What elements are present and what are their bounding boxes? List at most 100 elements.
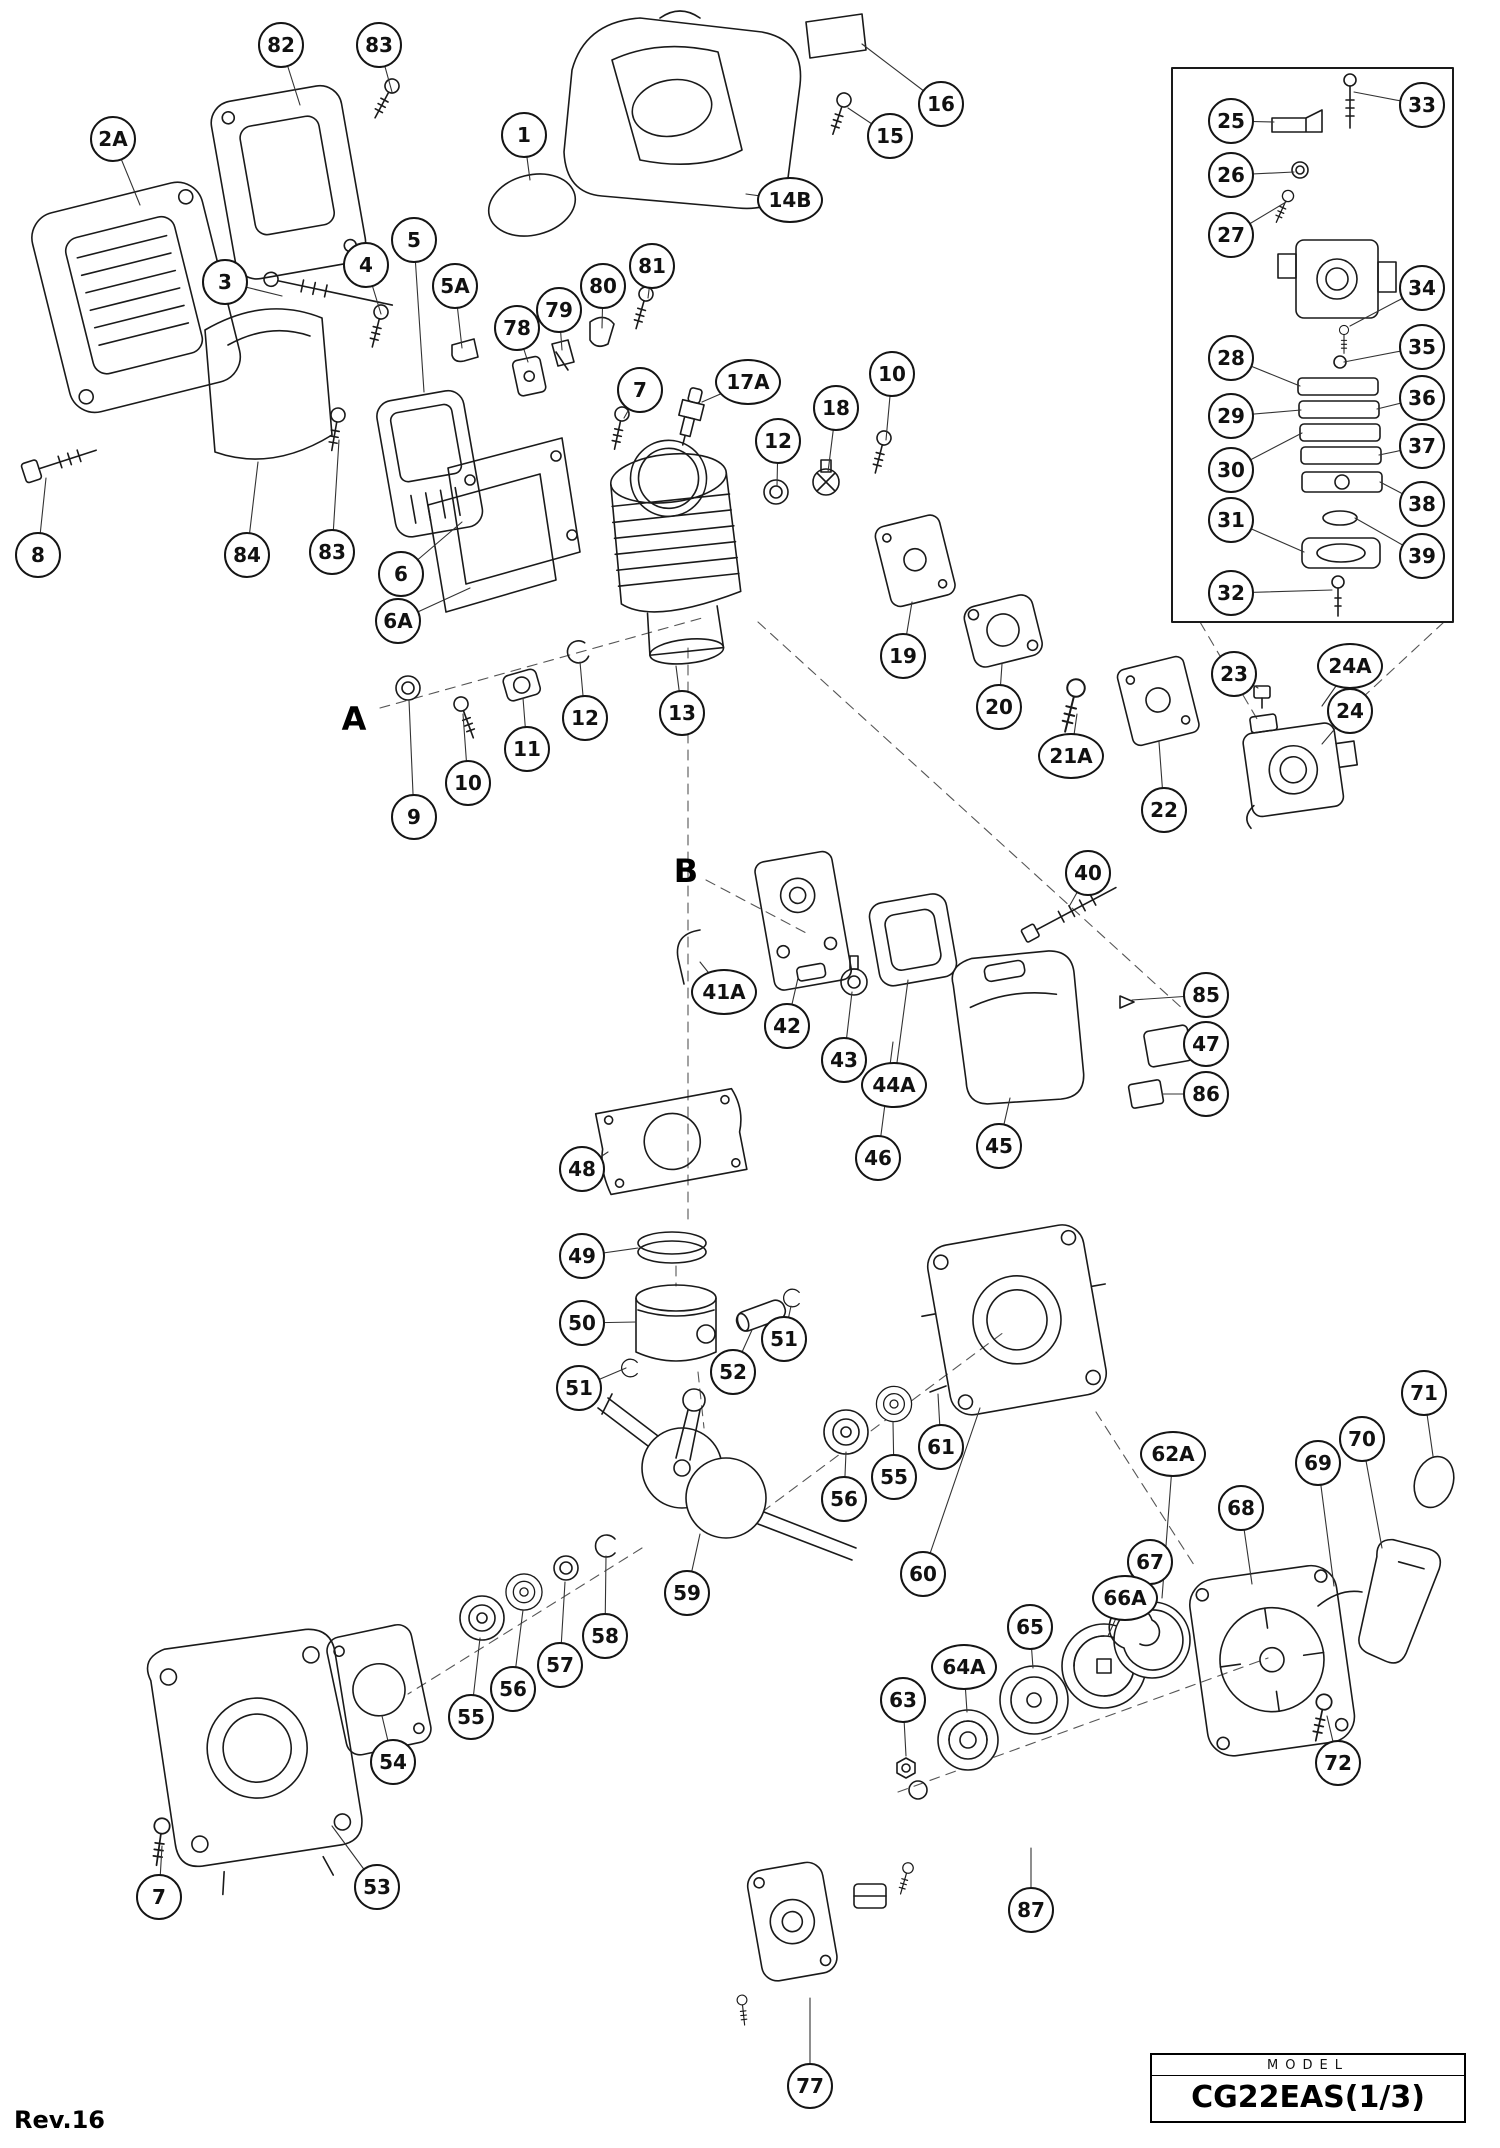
part-balloon-79: 79 bbox=[536, 287, 582, 333]
part-balloon-37: 37 bbox=[1399, 423, 1445, 469]
part-balloon-23: 23 bbox=[1211, 651, 1257, 697]
part-balloon-83: 83 bbox=[356, 22, 402, 68]
part-balloon-24a: 24A bbox=[1317, 643, 1383, 689]
part-balloon-7: 7 bbox=[136, 1874, 182, 1920]
part-balloon-15: 15 bbox=[867, 113, 913, 159]
part-balloon-60: 60 bbox=[900, 1551, 946, 1597]
part-balloon-5: 5 bbox=[391, 217, 437, 263]
section-label-b: B bbox=[673, 852, 699, 890]
part-balloon-40: 40 bbox=[1065, 850, 1111, 896]
part-balloon-53: 53 bbox=[354, 1864, 400, 1910]
part-balloon-77: 77 bbox=[787, 2063, 833, 2109]
part-balloon-22: 22 bbox=[1141, 787, 1187, 833]
part-balloon-30: 30 bbox=[1208, 447, 1254, 493]
part-balloon-3: 3 bbox=[202, 259, 248, 305]
part-balloon-87: 87 bbox=[1008, 1887, 1054, 1933]
part-balloon-58: 58 bbox=[582, 1613, 628, 1659]
part-balloon-39: 39 bbox=[1399, 533, 1445, 579]
part-balloon-55: 55 bbox=[871, 1454, 917, 1500]
part-balloon-65: 65 bbox=[1007, 1604, 1053, 1650]
part-balloon-34: 34 bbox=[1399, 265, 1445, 311]
part-balloon-61: 61 bbox=[918, 1424, 964, 1470]
part-balloon-29: 29 bbox=[1208, 393, 1254, 439]
part-balloon-6a: 6A bbox=[375, 598, 421, 644]
part-balloon-24: 24 bbox=[1327, 688, 1373, 734]
part-balloon-42: 42 bbox=[764, 1003, 810, 1049]
part-balloon-31: 31 bbox=[1208, 497, 1254, 543]
part-balloon-43: 43 bbox=[821, 1037, 867, 1083]
part-balloon-84: 84 bbox=[224, 532, 270, 578]
part-balloon-70: 70 bbox=[1339, 1416, 1385, 1462]
part-balloon-19: 19 bbox=[880, 633, 926, 679]
part-balloon-28: 28 bbox=[1208, 335, 1254, 381]
part-balloon-47: 47 bbox=[1183, 1021, 1229, 1067]
part-balloon-32: 32 bbox=[1208, 570, 1254, 616]
part-balloon-86: 86 bbox=[1183, 1071, 1229, 1117]
part-balloon-55: 55 bbox=[448, 1694, 494, 1740]
part-balloon-21a: 21A bbox=[1038, 733, 1104, 779]
part-balloon-27: 27 bbox=[1208, 212, 1254, 258]
part-balloon-51: 51 bbox=[761, 1316, 807, 1362]
part-balloon-44a: 44A bbox=[861, 1062, 927, 1108]
part-balloon-62a: 62A bbox=[1140, 1431, 1206, 1477]
part-balloon-12: 12 bbox=[755, 418, 801, 464]
part-balloon-5a: 5A bbox=[432, 263, 478, 309]
part-balloon-57: 57 bbox=[537, 1642, 583, 1688]
part-balloon-68: 68 bbox=[1218, 1485, 1264, 1531]
part-balloon-51: 51 bbox=[556, 1365, 602, 1411]
part-balloon-17a: 17A bbox=[715, 359, 781, 405]
part-balloon-26: 26 bbox=[1208, 152, 1254, 198]
part-balloon-59: 59 bbox=[664, 1570, 710, 1616]
part-balloon-38: 38 bbox=[1399, 481, 1445, 527]
part-balloon-64a: 64A bbox=[931, 1644, 997, 1690]
part-balloon-16: 16 bbox=[918, 81, 964, 127]
model-number: CG22EAS(1/3) bbox=[1191, 2080, 1425, 2115]
part-balloon-20: 20 bbox=[976, 684, 1022, 730]
part-balloon-50: 50 bbox=[559, 1300, 605, 1346]
part-balloon-13: 13 bbox=[659, 690, 705, 736]
part-balloon-9: 9 bbox=[391, 794, 437, 840]
part-balloon-69: 69 bbox=[1295, 1440, 1341, 1486]
part-balloon-83: 83 bbox=[309, 529, 355, 575]
part-balloon-63: 63 bbox=[880, 1677, 926, 1723]
revision-label: Rev.16 bbox=[14, 2106, 105, 2134]
part-balloon-2a: 2A bbox=[90, 116, 136, 162]
part-balloon-72: 72 bbox=[1315, 1740, 1361, 1786]
part-balloon-56: 56 bbox=[490, 1666, 536, 1712]
part-balloon-14b: 14B bbox=[757, 177, 823, 223]
part-balloon-36: 36 bbox=[1399, 375, 1445, 421]
part-balloon-71: 71 bbox=[1401, 1370, 1447, 1416]
part-balloon-66a: 66A bbox=[1092, 1575, 1158, 1621]
part-balloon-52: 52 bbox=[710, 1349, 756, 1395]
model-label: MODEL bbox=[1152, 2055, 1464, 2076]
part-balloon-4: 4 bbox=[343, 242, 389, 288]
part-balloon-10: 10 bbox=[445, 760, 491, 806]
part-balloon-80: 80 bbox=[580, 263, 626, 309]
part-balloon-78: 78 bbox=[494, 305, 540, 351]
part-balloon-33: 33 bbox=[1399, 82, 1445, 128]
part-balloon-8: 8 bbox=[15, 532, 61, 578]
part-balloon-18: 18 bbox=[813, 385, 859, 431]
part-balloon-41a: 41A bbox=[691, 969, 757, 1015]
part-balloon-11: 11 bbox=[504, 726, 550, 772]
part-balloon-6: 6 bbox=[378, 551, 424, 597]
part-balloon-10: 10 bbox=[869, 351, 915, 397]
part-balloon-7: 7 bbox=[617, 367, 663, 413]
part-balloon-54: 54 bbox=[370, 1739, 416, 1785]
part-balloon-46: 46 bbox=[855, 1135, 901, 1181]
part-balloon-82: 82 bbox=[258, 22, 304, 68]
section-label-a: A bbox=[341, 700, 367, 738]
part-balloon-35: 35 bbox=[1399, 324, 1445, 370]
part-balloon-12: 12 bbox=[562, 695, 608, 741]
part-balloon-56: 56 bbox=[821, 1476, 867, 1522]
part-balloon-81: 81 bbox=[629, 243, 675, 289]
model-box: MODEL CG22EAS(1/3) bbox=[1150, 2053, 1466, 2123]
part-balloon-1: 1 bbox=[501, 112, 547, 158]
part-balloon-25: 25 bbox=[1208, 98, 1254, 144]
part-balloon-48: 48 bbox=[559, 1146, 605, 1192]
part-balloon-85: 85 bbox=[1183, 972, 1229, 1018]
part-balloon-45: 45 bbox=[976, 1123, 1022, 1169]
